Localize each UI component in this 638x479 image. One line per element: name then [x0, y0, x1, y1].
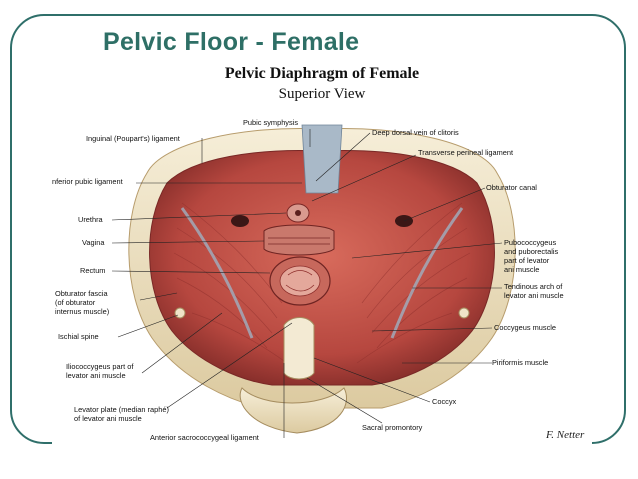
tendinous-arch-right	[390, 207, 464, 339]
label-pubic-symphysis: Pubic symphysis	[243, 118, 299, 127]
label-coccyx: Coccyx	[432, 397, 457, 406]
label-vagina: Vagina	[82, 238, 105, 247]
artist-signature: F. Netter	[546, 429, 585, 441]
label-deep-dorsal-vein: Deep dorsal vein of clitoris	[372, 128, 459, 137]
label-inguinal-ligament: Inguinal (Poupart's) ligament	[86, 134, 180, 143]
figure-subtitle: Superior View	[278, 86, 366, 102]
pubic-symphysis	[301, 124, 343, 194]
leader-lines	[111, 129, 503, 438]
ischial-spine	[174, 307, 186, 319]
label-pubococcygeus-3: part of levator	[504, 256, 550, 265]
label-iliococcygeus-1: Iliococcygeus part of	[66, 362, 134, 371]
label-coccygeus-muscle: Coccygeus muscle	[494, 323, 557, 332]
label-levator-plate-2: of levator ani muscle	[74, 414, 142, 423]
label-inferior-pubic-ligament: nferior pubic ligament	[52, 177, 123, 186]
label-urethra: Urethra	[78, 215, 103, 224]
label-pubococcygeus-1: Pubococcygeus	[504, 238, 557, 247]
label-obturator-canal: Obturator canal	[486, 183, 537, 192]
sacral-promontory	[239, 387, 348, 434]
label-obturator-fascia-2: (of obturator	[55, 298, 96, 307]
label-pubococcygeus-2: and puborectalis	[504, 247, 559, 256]
vagina	[263, 224, 335, 256]
label-ischial-spine: Ischial spine	[58, 332, 99, 341]
label-obturator-fascia-3: internus muscle)	[55, 307, 110, 316]
label-obturator-fascia-1: Obturator fascia	[55, 289, 108, 298]
label-sacral-promontory: Sacral promontory	[362, 423, 423, 432]
label-rectum: Rectum	[80, 266, 106, 275]
label-piriformis-muscle: Piriformis muscle	[492, 358, 549, 367]
label-transverse-perineal-ligament: Transverse perineal ligament	[418, 148, 514, 157]
muscle-fibers	[173, 202, 471, 364]
pelvic-diaphragm-illustration	[111, 124, 516, 438]
anatomy-figure: Pelvic Diaphragm of Female Superior View…	[52, 63, 592, 446]
label-tendinous-arch-2: levator ani muscle	[504, 291, 564, 300]
label-iliococcygeus-2: levator ani muscle	[66, 371, 126, 380]
figure-title: Pelvic Diaphragm of Female	[224, 65, 420, 82]
label-tendinous-arch-1: Tendinous arch of	[504, 282, 563, 291]
label-levator-plate-1: Levator plate (median raphé)	[74, 405, 169, 414]
label-anterior-sacrococcygeal-ligament: Anterior sacrococcygeal ligament	[150, 433, 259, 442]
tendinous-arch	[180, 207, 254, 339]
slide-title: Pelvic Floor - Female	[103, 28, 360, 56]
label-pubococcygeus-4: ani muscle	[504, 265, 540, 274]
coccyx	[283, 317, 315, 380]
